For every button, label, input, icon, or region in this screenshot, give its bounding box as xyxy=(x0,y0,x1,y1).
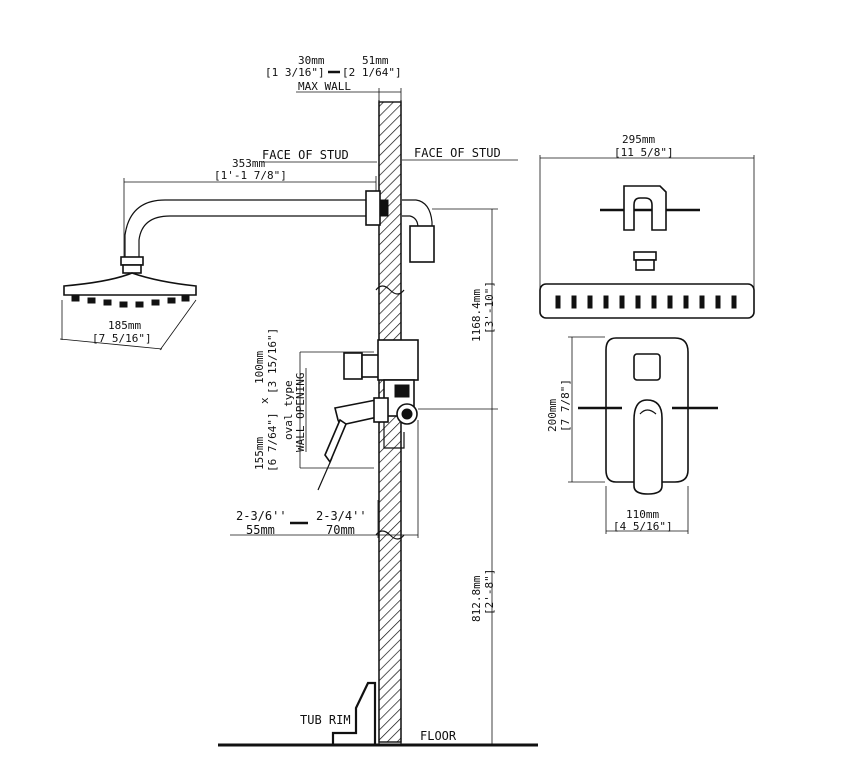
plate-height-in: [7 7/8"] xyxy=(559,379,572,432)
height-1168-in: [3'-10"] xyxy=(483,281,496,334)
svg-text:x: x xyxy=(258,397,271,404)
arm-length-mm: 353mm xyxy=(232,157,265,170)
depth-dimension: 2-3/6'' 55mm 2-3/4'' 70mm xyxy=(230,420,419,538)
height-dimensions: 1168.4mm [3'-10"] 812.8mm [2'-8"] xyxy=(418,209,498,745)
max-wall-b-mm: 51mm xyxy=(362,54,389,67)
height-812-mm: 812.8mm xyxy=(470,575,483,622)
depth-b-in: 2-3/4'' xyxy=(316,509,367,523)
tub-rim: TUB RIM xyxy=(300,681,377,745)
floor-label: FLOOR xyxy=(420,729,457,743)
depth-a-mm: 55mm xyxy=(246,523,275,537)
face-of-stud-right: FACE OF STUD xyxy=(414,146,501,160)
plate-width-in: [4 5/16"] xyxy=(613,520,673,533)
opening-100-mm: 100mm xyxy=(253,351,266,384)
head-diam-mm: 185mm xyxy=(108,319,141,332)
plate-width-mm: 110mm xyxy=(626,508,659,521)
height-812-in: [2'-8"] xyxy=(483,569,496,615)
arm-length-in: [1'-1 7/8"] xyxy=(214,169,287,182)
depth-a-in: 2-3/6'' xyxy=(236,509,287,523)
head-width-in: [11 5/8"] xyxy=(614,146,674,159)
shower-head-front: 295mm [11 5/8"] xyxy=(539,133,755,319)
head-diam-in: [7 5/16"] xyxy=(92,332,152,345)
wall-opening-label: WALL OPENING xyxy=(294,373,307,452)
tub-rim-label: TUB RIM xyxy=(300,713,351,727)
head-width-mm: 295mm xyxy=(622,133,655,146)
drop-elbow xyxy=(402,199,498,263)
opening-155-mm: 155mm xyxy=(253,437,266,470)
max-wall-b-in: [2 1/64"] xyxy=(342,66,402,79)
trim-plate-front: 200mm [7 7/8"] 110mm [4 5/16"] xyxy=(546,336,718,534)
opening-155-in: [6 7/64"] xyxy=(266,412,279,472)
max-wall-a-mm: 30mm xyxy=(298,54,325,67)
face-of-stud-left: FACE OF STUD xyxy=(262,148,349,162)
depth-b-mm: 70mm xyxy=(326,523,355,537)
opening-100-in: [3 15/16"] xyxy=(266,328,279,394)
valve-body xyxy=(317,339,419,491)
wall-opening-dimension: 100mm [3 15/16"] x 155mm [6 7/64"] oval … xyxy=(253,328,374,472)
plate-height-mm: 200mm xyxy=(546,399,559,432)
max-wall-a-in: [1 3/16"] xyxy=(265,66,325,79)
shower-arm: 353mm [1'-1 7/8"] xyxy=(120,157,389,274)
shower-head-side: 185mm [7 5/16"] xyxy=(59,272,197,351)
max-wall-dimension: 30mm [1 3/16"] 51mm [2 1/64"] MAX WALL xyxy=(265,54,402,104)
height-1168-mm: 1168.4mm xyxy=(470,289,483,342)
max-wall-label: MAX WALL xyxy=(298,80,351,93)
oval-type-label: oval type xyxy=(282,380,295,440)
